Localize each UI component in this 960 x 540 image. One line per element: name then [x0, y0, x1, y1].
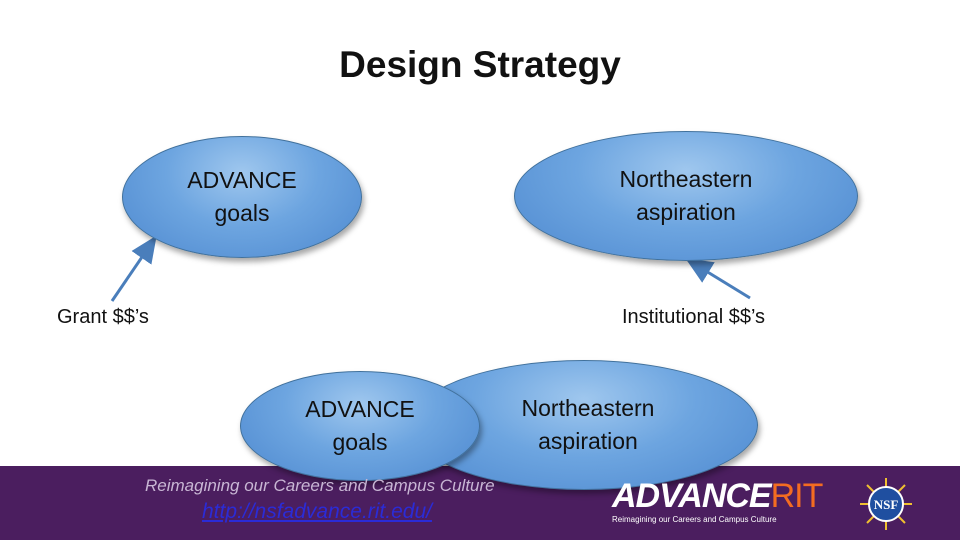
grant-label: Grant $$’s	[57, 306, 149, 328]
nsf-text: NSF	[874, 497, 899, 512]
top-right-ellipse-label: Northeastern aspiration	[619, 166, 753, 225]
institutional-label: Institutional $$’s	[622, 306, 766, 328]
advance-rit-logo: ADVANCERIT Reimagining our Careers and C…	[612, 478, 834, 524]
bottom-right-ellipse-label: Northeastern aspiration	[521, 395, 655, 454]
top-left-ellipse-label: ADVANCE goals	[187, 167, 297, 226]
institutional-arrow	[685, 258, 751, 300]
logo-rit-text: RIT	[770, 477, 824, 515]
footer-bar	[0, 466, 960, 540]
footer-tagline: Reimagining our Careers and Campus Cultu…	[145, 476, 495, 495]
slide-title: Design Strategy	[339, 44, 621, 85]
top-right-ellipse: Northeastern aspiration	[514, 131, 858, 261]
bottom-left-ellipse-label: ADVANCE goals	[305, 396, 415, 455]
top-left-ellipse: ADVANCE goals	[122, 136, 362, 258]
grant-arrow	[110, 235, 157, 302]
nsf-logo-icon: NSF	[860, 478, 912, 530]
bottom-left-ellipse: ADVANCE goals	[240, 371, 480, 481]
logo-subtitle: Reimagining our Careers and Campus Cultu…	[612, 515, 777, 524]
logo-advance-text: ADVANCE	[612, 477, 772, 515]
footer-link[interactable]: http://nsfadvance.rit.edu/	[202, 500, 432, 523]
